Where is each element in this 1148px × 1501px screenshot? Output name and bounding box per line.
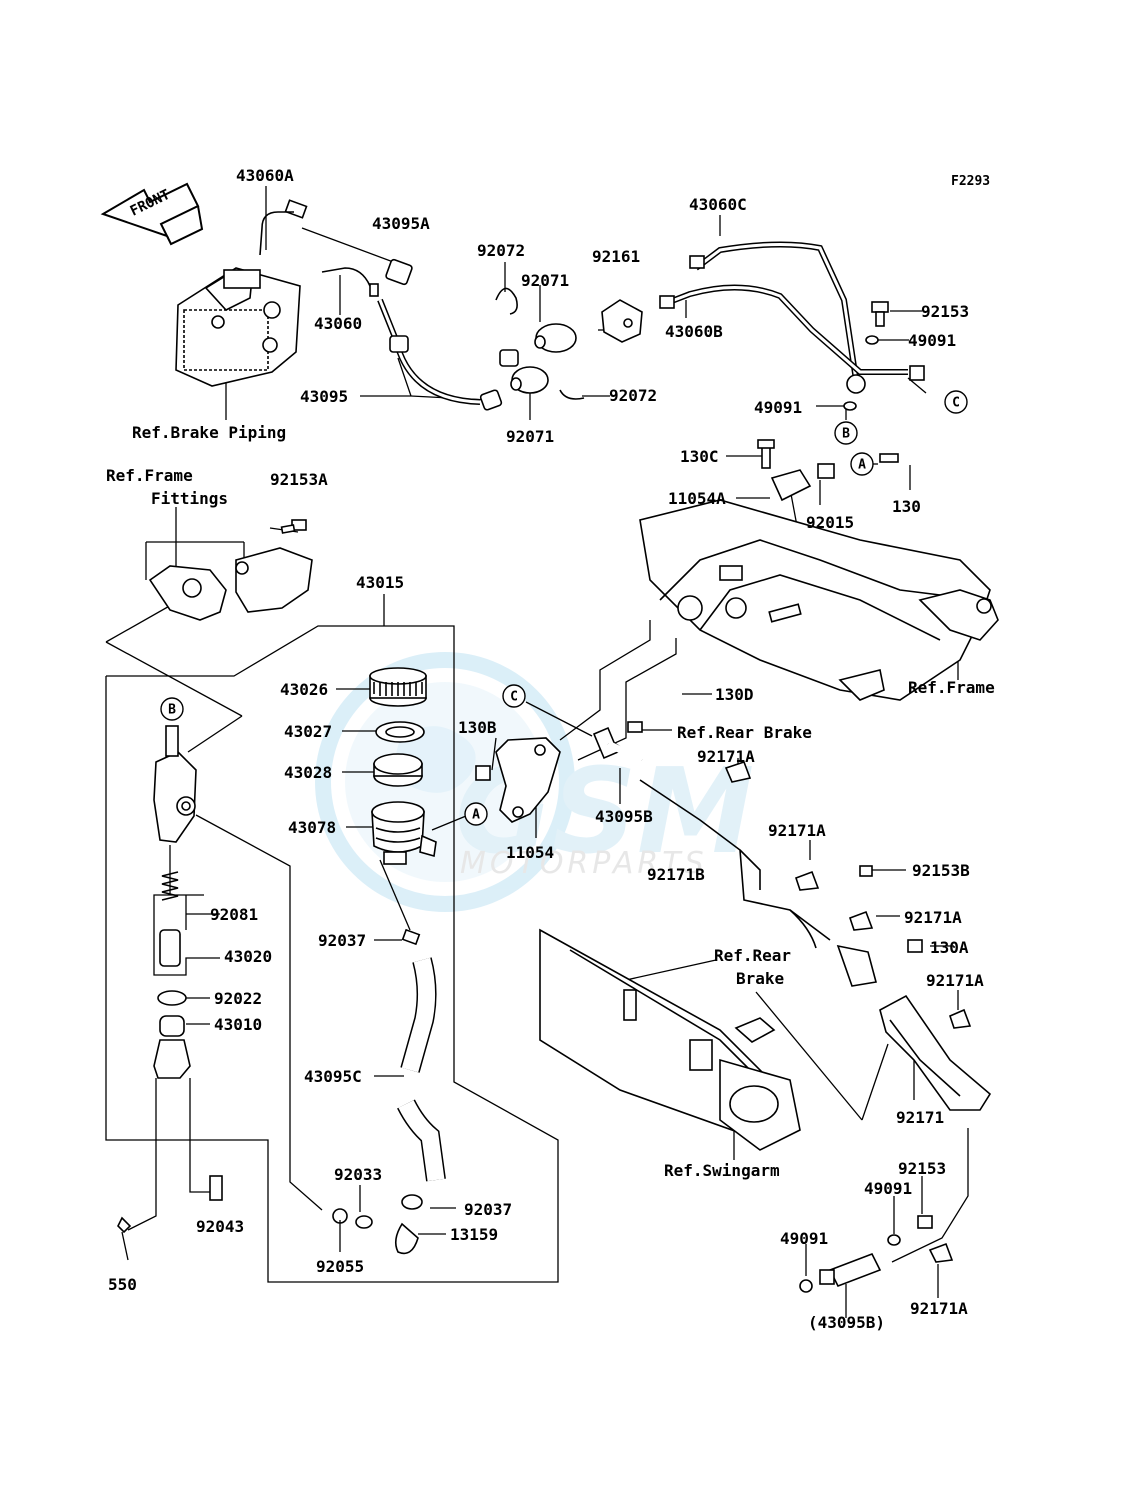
label-fittings: Fittings	[151, 489, 228, 508]
label-130D: 130D	[715, 685, 754, 704]
label-11054A: 11054A	[668, 489, 726, 508]
label-43015: 43015	[356, 573, 404, 592]
label-ref-swingarm: Ref.Swingarm	[664, 1161, 780, 1180]
label-ref-rear-brake-1: Ref.Rear Brake	[677, 723, 812, 742]
label-550: 550	[108, 1275, 137, 1294]
label-92072-mid: 92072	[609, 386, 657, 405]
label-43060: 43060	[314, 314, 362, 333]
watermark-sub: MOTORPARTS	[460, 846, 708, 881]
label-92171A-4: 92171A	[926, 971, 984, 990]
leader-lines	[105, 186, 969, 1318]
abs-unit	[175, 267, 301, 387]
callout-a-mid: A	[464, 802, 488, 826]
label-ref-frame-1: Ref.Frame	[106, 466, 193, 485]
label-49091-top: 49091	[908, 331, 956, 350]
label-92055: 92055	[316, 1257, 364, 1276]
label-92161: 92161	[592, 247, 640, 266]
label-43060B: 43060B	[665, 322, 723, 341]
label-ref-brake-piping: Ref.Brake Piping	[132, 423, 286, 442]
label-ref-frame-2: Ref.Frame	[908, 678, 995, 697]
label-92171A-1: 92171A	[697, 747, 755, 766]
label-43028: 43028	[284, 763, 332, 782]
label-13159: 13159	[450, 1225, 498, 1244]
figure-code: F2293	[951, 174, 990, 189]
label-92015: 92015	[806, 513, 854, 532]
label-130B: 130B	[458, 718, 497, 737]
label-43095B-paren: (43095B)	[808, 1313, 885, 1332]
label-92043: 92043	[196, 1217, 244, 1236]
label-43020: 43020	[224, 947, 272, 966]
label-92033: 92033	[334, 1165, 382, 1184]
callout-a-top: A	[850, 452, 874, 476]
label-92153-top: 92153	[921, 302, 969, 321]
label-92171: 92171	[896, 1108, 944, 1127]
label-ref-rear: Ref.Rear	[714, 946, 791, 965]
label-49091-bottom-1: 49091	[864, 1179, 912, 1198]
label-92171A-3: 92171A	[904, 908, 962, 927]
label-92071-top: 92071	[521, 271, 569, 290]
callout-b-left-text: B	[168, 703, 176, 718]
label-130A: 130A	[930, 938, 969, 957]
front-arrow-icon: FRONT	[100, 182, 204, 246]
parts-art	[117, 199, 999, 1293]
label-92153A: 92153A	[270, 470, 328, 489]
cap-43026	[369, 667, 427, 707]
label-43060A: 43060A	[236, 166, 294, 185]
callout-a-top-text: A	[858, 458, 866, 473]
label-92153-bottom: 92153	[898, 1159, 946, 1178]
label-92171A-2: 92171A	[768, 821, 826, 840]
callout-a-mid-text: A	[472, 808, 480, 823]
label-92081: 92081	[210, 905, 258, 924]
label-brake: Brake	[736, 969, 784, 988]
label-130C: 130C	[680, 447, 719, 466]
callout-c-mid-text: C	[510, 690, 518, 705]
label-49091-bottom-2: 49091	[780, 1229, 828, 1248]
label-92037-2: 92037	[464, 1200, 512, 1219]
callout-circles: A A B B C C	[160, 390, 968, 826]
label-92022: 92022	[214, 989, 262, 1008]
part-labels: F2293 43060A 43095A 92072 92161 43060C 4…	[106, 166, 995, 1332]
label-43026: 43026	[280, 680, 328, 699]
label-92037-1: 92037	[318, 931, 366, 950]
label-11054: 11054	[506, 843, 554, 862]
label-43095B: 43095B	[595, 807, 653, 826]
label-43060C: 43060C	[689, 195, 747, 214]
label-92071-mid: 92071	[506, 427, 554, 446]
label-92171B: 92171B	[647, 865, 705, 884]
label-92153B: 92153B	[912, 861, 970, 880]
label-130: 130	[892, 497, 921, 516]
label-43078: 43078	[288, 818, 336, 837]
reservoir-43078	[371, 801, 437, 865]
callout-c-top-text: C	[952, 396, 960, 411]
label-92171A-5: 92171A	[910, 1299, 968, 1318]
label-43095A: 43095A	[372, 214, 430, 233]
label-43010: 43010	[214, 1015, 262, 1034]
label-43095C: 43095C	[304, 1067, 362, 1086]
label-43027: 43027	[284, 722, 332, 741]
label-49091-mid: 49091	[754, 398, 802, 417]
callout-c-mid: C	[502, 684, 526, 708]
label-43095: 43095	[300, 387, 348, 406]
callout-c-top: C	[944, 390, 968, 414]
callout-b-top: B	[834, 421, 858, 445]
callout-b-left: B	[160, 697, 184, 721]
label-92072-top: 92072	[477, 241, 525, 260]
callout-b-top-text: B	[842, 427, 850, 442]
